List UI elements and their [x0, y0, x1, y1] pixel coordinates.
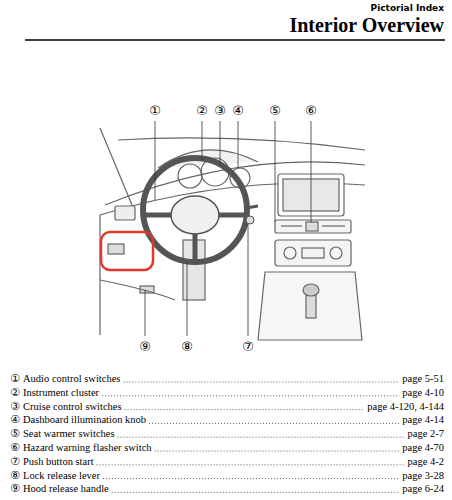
item-name: Instrument cluster: [23, 387, 99, 399]
page-reference: page 2-7: [408, 428, 444, 440]
item-number: ⑧: [10, 470, 20, 482]
item-number: ①: [10, 373, 20, 385]
page-reference: page 3-28: [402, 470, 444, 482]
dot-leader: [155, 451, 400, 452]
page-reference: page 4-14: [402, 414, 444, 426]
item-name: Hood release handle: [23, 483, 109, 495]
item-number: ⑥: [10, 442, 20, 454]
highlight-box: [101, 232, 153, 270]
page-reference: page 4-10: [402, 387, 444, 399]
dot-leader: [103, 478, 399, 479]
callout-number: ⑤: [269, 103, 281, 118]
callout-leader-lines: [145, 121, 311, 336]
item-number: ⑤: [10, 428, 20, 440]
header-rule: [25, 39, 445, 41]
item-number: ⑦: [10, 456, 20, 468]
item-number: ③: [10, 401, 20, 413]
callout-number: ⑥: [305, 103, 317, 118]
item-name: Seat warmer switches: [23, 428, 115, 440]
item-name: Dashboard illumination knob: [23, 414, 146, 426]
item-number: ⑨: [10, 483, 20, 495]
item-number: ④: [10, 414, 20, 426]
dot-leader: [118, 437, 405, 438]
item-name: Push button start: [23, 456, 94, 468]
dot-leader: [97, 464, 405, 465]
item-number: ②: [10, 387, 20, 399]
item-name: Lock release lever: [23, 470, 100, 482]
page-reference: page 6-24: [402, 483, 444, 495]
page-reference: page 4-2: [408, 456, 444, 468]
callout-number: ②: [196, 103, 208, 118]
callout-number: ③: [214, 103, 226, 118]
steering-wheel: [143, 158, 258, 300]
callout-number: ⑦: [242, 339, 254, 354]
dot-leader: [125, 409, 365, 410]
item-name: Audio control switches: [23, 373, 120, 385]
page-reference: page 5-51: [402, 373, 444, 385]
item-name: Cruise control switches: [23, 401, 122, 413]
callout-number: ①: [149, 103, 161, 118]
section-header: Pictorial Index: [371, 3, 444, 14]
dot-leader: [123, 382, 399, 383]
dot-leader: [112, 492, 400, 493]
callout-number: ⑨: [139, 339, 151, 354]
item-name: Hazard warning flasher switch: [23, 442, 152, 454]
page-reference: page 4-120, 4-144: [367, 401, 444, 413]
dot-leader: [102, 395, 399, 396]
page-reference: page 4-70: [402, 442, 444, 454]
callout-number: ⑧: [181, 339, 193, 354]
dot-leader: [149, 423, 399, 424]
callout-number: ④: [232, 103, 244, 118]
page-title: Interior Overview: [289, 14, 444, 36]
dashboard-drawing: [100, 128, 365, 340]
